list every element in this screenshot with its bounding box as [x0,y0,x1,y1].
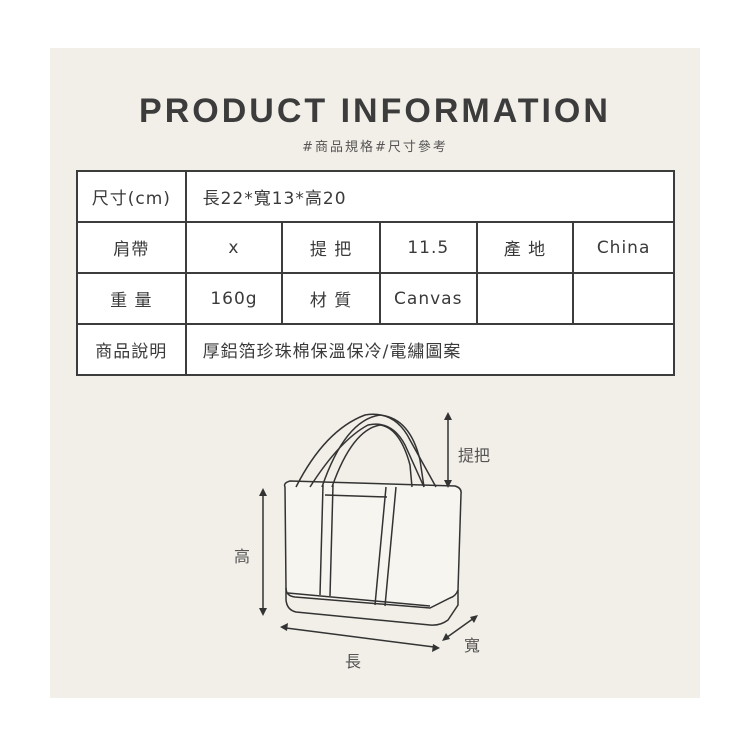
material-label: 材 質 [281,272,381,325]
handle-label: 提 把 [281,221,381,274]
desc-value: 厚鋁箔珍珠棉保溫保冷/電繡圖案 [184,323,676,376]
strap-value: x [184,221,284,274]
origin-label: 產 地 [475,221,575,274]
size-label: 尺寸(cm) [76,170,187,223]
material-value: Canvas [378,272,478,325]
height-dimension-label: 高 [234,547,251,566]
bag-outline-icon [283,413,462,626]
width-dimension-label: 寬 [464,636,481,655]
empty-cell [572,272,675,325]
weight-value: 160g [184,272,284,325]
table-row: 尺寸(cm)長22*寬13*高20 [76,170,676,223]
handle-value: 11.5 [378,221,478,274]
page-title: PRODUCT INFORMATION [139,92,611,130]
length-dimension-label: 長 [345,652,362,671]
strap-label: 肩帶 [76,221,187,274]
origin-value: China [572,221,675,274]
table-row: 商品說明厚鋁箔珍珠棉保溫保冷/電繡圖案 [76,323,676,376]
dimension-arrows [259,412,478,652]
size-value: 長22*寬13*高20 [184,170,676,223]
handle-dimension-label: 提把 [458,446,491,465]
empty-cell [475,272,575,325]
desc-label: 商品說明 [76,323,187,376]
page-subtitle: #商品規格#尺寸參考 [302,140,448,155]
weight-label: 重 量 [76,272,187,325]
